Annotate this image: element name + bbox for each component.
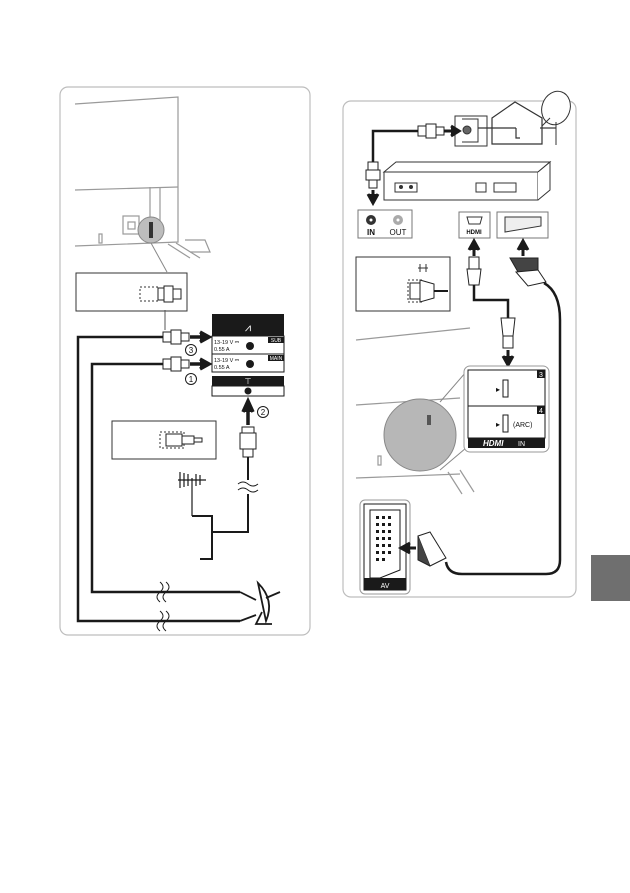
hdmi-in-logo: HDMI <box>483 439 504 448</box>
hdmi-port-3[interactable] <box>502 379 509 398</box>
arrow-sub <box>190 330 213 344</box>
antenna-terminal-box: ⊤ <box>211 376 285 397</box>
port-antenna[interactable] <box>244 387 252 395</box>
lnb-sub-voltage: 13-19 V ⎓ <box>214 340 240 346</box>
step-2-circle <box>257 406 269 418</box>
arrow-receiver-in <box>366 190 380 207</box>
hdmi-plug-zoom <box>409 279 435 303</box>
arrow-outlet <box>444 124 462 138</box>
cable-outlet <box>371 129 418 162</box>
arrow-main <box>190 357 213 371</box>
wall-outlet-icon <box>454 115 488 147</box>
satellite-symbol: ⩘ <box>245 322 251 334</box>
arrow-hdmi-down <box>501 350 515 369</box>
hdmi-port-3-number: 3 <box>539 372 543 379</box>
port-main[interactable] <box>246 360 254 368</box>
hdmi-port-4-number: 4 <box>539 408 543 415</box>
arrow-scart-up <box>516 237 530 256</box>
hdmi-port-panel <box>458 211 491 239</box>
step-2: 2 <box>261 408 266 417</box>
scart-cable <box>444 281 562 576</box>
lnb-main-current: 0.55 A <box>214 365 230 371</box>
rf-port-panel <box>357 209 413 239</box>
satellite-dish-roof-icon <box>541 90 571 145</box>
step-3-circle <box>185 344 197 356</box>
lnb-sub-current: 0.55 A <box>214 347 230 353</box>
lnb-sub-tag: SUB <box>271 338 282 344</box>
tv-port-zoom <box>427 415 431 425</box>
cable-break-antenna <box>237 481 259 493</box>
zoom-line-left <box>150 242 168 273</box>
iec-connector-icon <box>165 433 203 447</box>
cable-main <box>90 362 240 594</box>
hdmi-logo-small: HDMI <box>466 230 482 236</box>
step-1-circle <box>185 373 197 385</box>
cable-break-main <box>156 581 170 603</box>
step-3: 3 <box>189 346 194 355</box>
arrow-antenna <box>241 396 255 425</box>
hdmi-cable <box>472 285 510 318</box>
hdmi-port-4[interactable] <box>502 414 509 433</box>
f-plug-receiver <box>365 161 381 189</box>
scart-plug-bottom <box>417 531 447 567</box>
iec-plug <box>239 426 257 458</box>
right-panel-frame <box>342 100 577 598</box>
scart-port[interactable] <box>504 216 542 233</box>
out-label: OUT <box>390 228 407 237</box>
hdmi-port[interactable] <box>466 216 483 225</box>
av-scart-socket: AV <box>359 499 411 595</box>
step-1: 1 <box>189 375 194 384</box>
svg-text:▸: ▸ <box>496 420 500 429</box>
set-top-box <box>382 160 552 201</box>
connector-main <box>162 356 190 372</box>
antenna-icon <box>178 472 206 516</box>
port-sub[interactable] <box>246 342 254 350</box>
svg-text:▸: ▸ <box>496 385 500 394</box>
f-plug-outlet <box>417 123 445 139</box>
lnb-main-voltage: 13-19 V ⎓ <box>214 358 240 364</box>
f-connector-icon <box>157 285 182 303</box>
lnb-main-tag: MAIN <box>270 356 283 362</box>
house-icon <box>478 101 556 145</box>
hdmi-plug-bottom <box>500 317 516 349</box>
magnifier-right <box>383 398 457 472</box>
satellite-dish-icon <box>239 580 281 625</box>
hdmi-in-suffix: IN <box>518 441 525 448</box>
section-tab <box>591 555 630 601</box>
av-label: AV <box>381 583 390 590</box>
cable-break-sub <box>156 610 170 632</box>
hdmi-in-panel: 3 ▸ 4 ▸ (ARC) HDMI IN <box>463 365 550 453</box>
connector-sub <box>162 329 190 345</box>
satellite-terminal-box: ⩘ SUB 13-19 V ⎓ 0.55 A MAIN 13-19 V ⎓ 0.… <box>211 314 285 373</box>
cable-sub <box>76 335 240 623</box>
left-panel-frame <box>59 86 311 636</box>
arrow-hdmi-up <box>467 237 481 256</box>
zoom-lines-right <box>439 371 467 471</box>
hdmi-plug-top <box>466 256 482 286</box>
antenna-port-zoom <box>149 222 153 238</box>
svg-text:⊤: ⊤ <box>245 377 252 386</box>
arc-label: (ARC) <box>513 422 532 429</box>
in-label: IN <box>367 228 375 237</box>
antenna-feed <box>192 515 232 560</box>
arrow-scart-left <box>397 541 416 555</box>
antenna-cable-lower <box>232 494 249 533</box>
scart-plug-top <box>509 257 547 287</box>
hdmi-inset <box>355 256 451 312</box>
